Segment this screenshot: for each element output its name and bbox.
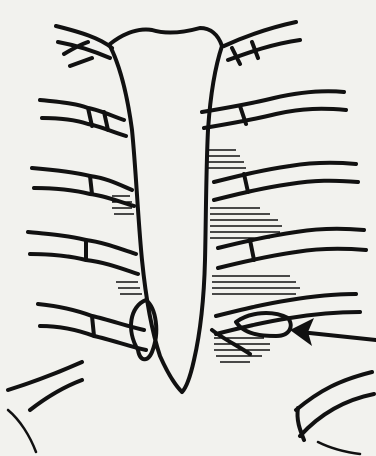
hatched-area-lower-right [214,338,270,362]
superior-mediastinum-line [110,28,222,46]
left-ribs [8,26,156,410]
lower-right-outline [318,442,360,454]
pointer-arrow [290,318,376,346]
right-heart-border [182,46,222,392]
lower-left-outline [8,410,36,452]
right-ribs [202,22,374,440]
left-heart-border [110,46,182,392]
